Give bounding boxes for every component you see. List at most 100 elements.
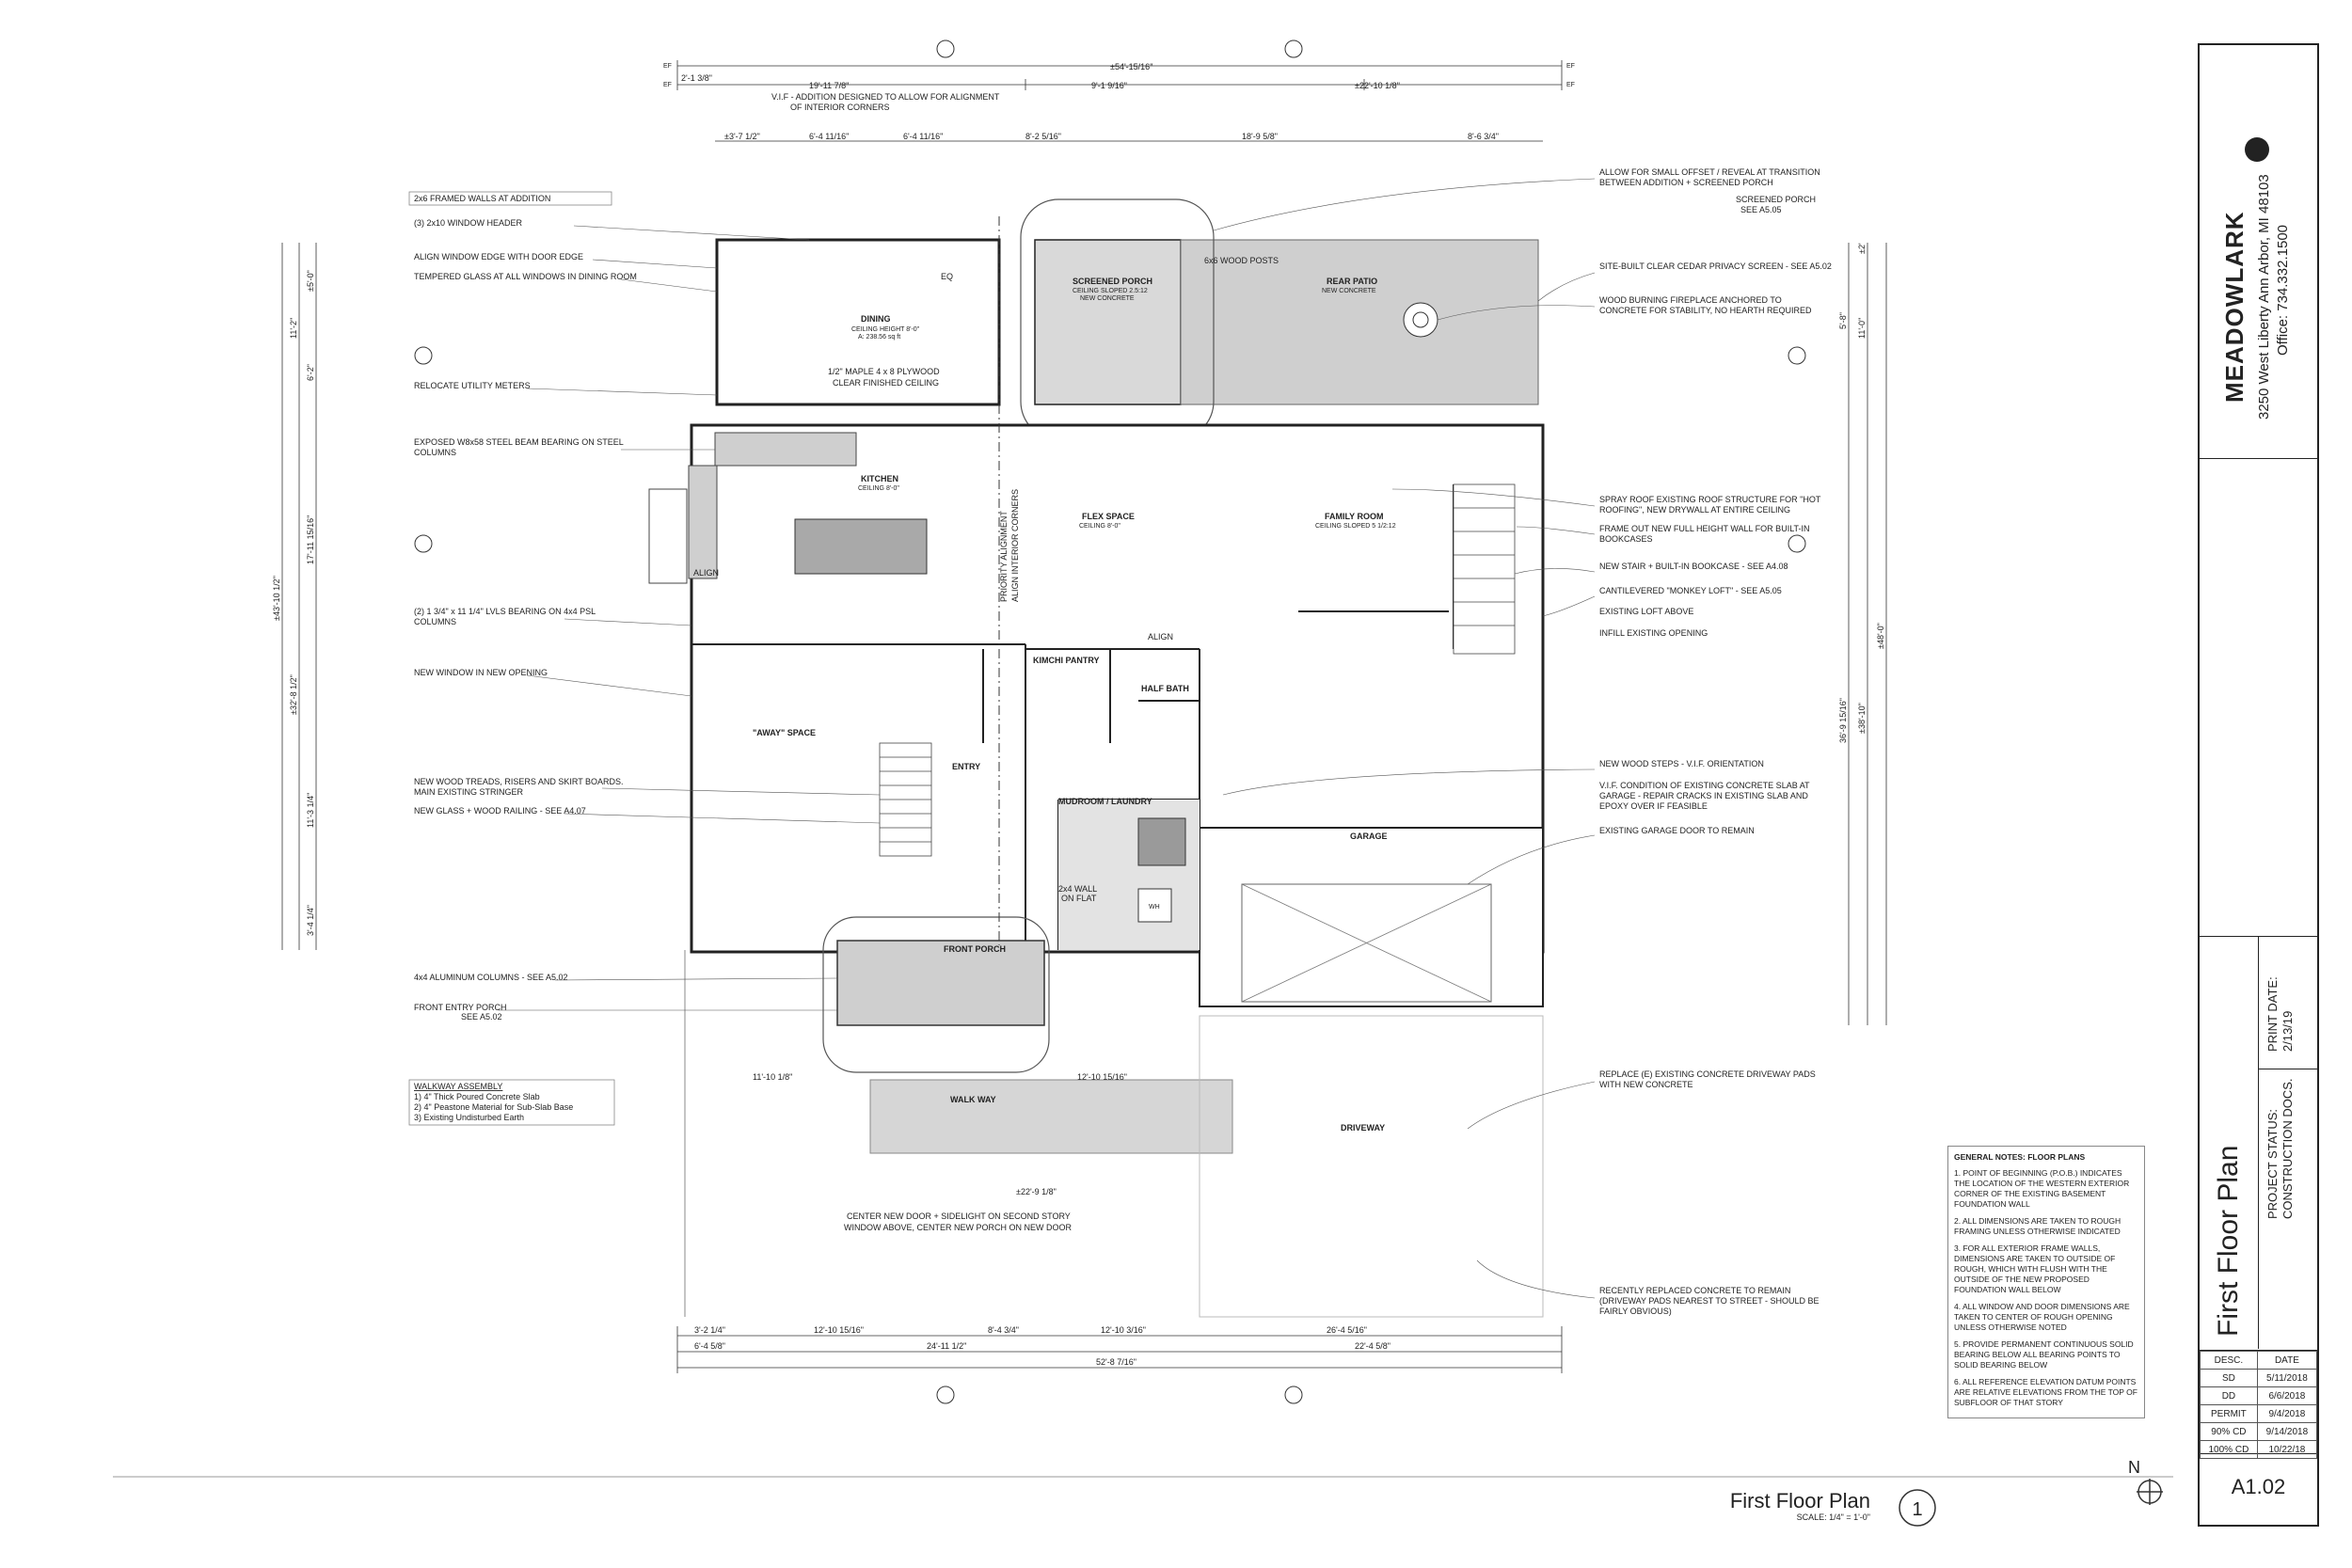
entry-stair [879, 742, 932, 857]
project-status-label: PROJECT STATUS: [2265, 1108, 2280, 1219]
right-note: GARAGE - REPAIR CRACKS IN EXISTING SLAB … [1599, 791, 1808, 800]
room-screened-porch-name: SCREENED PORCH [1073, 277, 1152, 286]
left-note: RELOCATE UTILITY METERS [414, 381, 531, 390]
dim-left-2: ±5'-0" [306, 270, 315, 292]
ef-label: EF [663, 63, 672, 70]
right-note: REPLACE (E) EXISTING CONCRETE DRIVEWAY P… [1599, 1069, 1816, 1079]
note-on-flat: ON FLAT [1061, 894, 1097, 903]
right-note: V.I.F. CONDITION OF EXISTING CONCRETE SL… [1599, 781, 1810, 790]
right-note: FRAME OUT NEW FULL HEIGHT WALL FOR BUILT… [1599, 524, 1810, 533]
note-center-new-door-2: WINDOW ABOVE, CENTER NEW PORCH ON NEW DO… [844, 1223, 1073, 1232]
ef-label: EF [1566, 63, 1575, 70]
left-note: NEW WINDOW IN NEW OPENING [414, 668, 548, 677]
note-plywood: 1/2" MAPLE 4 x 8 PLYWOOD [828, 367, 940, 376]
issue-desc: 90% CD [2200, 1422, 2258, 1441]
dim-bottom-8: 22'-4 5/8" [1355, 1341, 1391, 1351]
right-note: SPRAY ROOF EXISTING ROOF STRUCTURE FOR "… [1599, 495, 1821, 504]
general-note-item: 2. ALL DIMENSIONS ARE TAKEN TO ROUGH FRA… [1954, 1216, 2122, 1236]
room-entry-name: ENTRY [952, 762, 980, 771]
general-note-item: 4. ALL WINDOW AND DOOR DIMENSIONS ARE TA… [1954, 1302, 2130, 1332]
walkway-assembly-item: 1) 4" Thick Poured Concrete Slab [414, 1092, 540, 1101]
room-screened-porch-ceiling: CEILING SLOPED 2.5:12 [1073, 288, 1148, 294]
issues-header-row: DESC. DATE [2200, 1351, 2318, 1370]
dim-bottom-7: 24'-11 1/2" [927, 1341, 966, 1351]
room-kimchi-pantry-name: KIMCHI PANTRY [1033, 656, 1100, 665]
room-dining-area: A: 238.56 sq ft [858, 334, 900, 341]
note-vif-addition-2: OF INTERIOR CORNERS [790, 103, 890, 112]
print-date-label: PRINT DATE: [2265, 976, 2280, 1052]
section-markers [414, 40, 1806, 1404]
left-note: (2) 1 3/4" x 11 1/4" LVLS BEARING ON 4x4… [414, 607, 596, 616]
issue-desc: DD [2200, 1386, 2258, 1405]
left-note: COLUMNS [414, 617, 456, 626]
dim-left-8: 3'-4 1/4" [306, 905, 315, 936]
walkway-assembly-box: WALKWAY ASSEMBLY 1) 4" Thick Poured Conc… [408, 1079, 615, 1126]
firm-name: MEADOWLARK [2220, 211, 2249, 403]
room-dining-name: DINING [861, 314, 891, 324]
dim-top-5: ±22'-10 1/8" [1355, 81, 1400, 90]
left-note: NEW GLASS + WOOD RAILING - SEE A4.07 [414, 806, 586, 816]
right-note: INFILL EXISTING OPENING [1599, 628, 1708, 638]
general-notes-title: GENERAL NOTES: FLOOR PLANS [1954, 1152, 2086, 1162]
note-vif-addition: V.I.F - ADDITION DESIGNED TO ALLOW FOR A… [771, 92, 1000, 102]
firm-section: MEADOWLARK 3250 West Liberty Ann Arbor, … [2200, 45, 2317, 459]
right-note: EXISTING LOFT ABOVE [1599, 607, 1693, 616]
issue-date: 5/11/2018 [2256, 1369, 2318, 1387]
note-2x4-wall: 2x4 WALL [1058, 884, 1097, 894]
right-notes: ALLOW FOR SMALL OFFSET / REVEAL AT TRANS… [1213, 167, 1832, 1316]
right-note: ROOFING", NEW DRYWALL AT ENTIRE CEILING [1599, 505, 1790, 515]
screened-porch-area [1034, 239, 1182, 405]
kitchen-counter [714, 432, 857, 467]
dim-left-7: 11'-3 1/4" [306, 793, 315, 828]
room-screened-porch-floor: NEW CONCRETE [1080, 295, 1135, 302]
firm-office: Office: 734.332.1500 [2275, 225, 2291, 356]
note-eq: EQ [941, 272, 953, 281]
left-note: COLUMNS [414, 448, 456, 457]
dim-top-6: ±3'-7 1/2" [724, 132, 760, 141]
room-away-space-name: "AWAY" SPACE [753, 728, 816, 737]
left-note: TEMPERED GLASS AT ALL WINDOWS IN DINING … [414, 272, 637, 281]
north-label: N [2128, 1458, 2140, 1477]
general-note-item: 6. ALL REFERENCE ELEVATION DATUM POINTS … [1954, 1377, 2137, 1407]
dim-left-4: 17'-11 15/16" [306, 515, 315, 564]
room-kitchen-ceiling: CEILING 8'-0" [858, 485, 899, 492]
plan-title: First Floor Plan [1730, 1489, 1870, 1513]
laundry-appliance [1137, 817, 1186, 866]
water-heater-label: WH [1149, 904, 1160, 911]
priority-alignment-note: PRIORITY ALIGNMENT [999, 511, 1009, 602]
dim-left-1: 11'-2" [289, 318, 298, 339]
issue-date: 9/14/2018 [2256, 1422, 2318, 1441]
room-rear-patio-name: REAR PATIO [1327, 277, 1377, 286]
view-number-circle [1899, 1489, 1936, 1527]
general-notes-box: GENERAL NOTES: FLOOR PLANS 1. POINT OF B… [1947, 1146, 2145, 1418]
general-note-item: 1. POINT OF BEGINNING (P.O.B.) INDICATES… [1954, 1168, 2130, 1209]
dim-top-3: 9'-1 9/16" [1091, 81, 1127, 90]
room-flex-space-name: FLEX SPACE [1082, 512, 1135, 521]
room-kitchen-name: KITCHEN [861, 474, 898, 483]
project-status: CONSTRUCTION DOCS. [2280, 1078, 2295, 1220]
note-center-new-door: CENTER NEW DOOR + SIDELIGHT ON SECOND ST… [847, 1212, 1071, 1221]
walkway-assembly-title: WALKWAY ASSEMBLY [414, 1082, 502, 1091]
print-date: 2/13/19 [2280, 1010, 2295, 1052]
north-arrow-icon: N [2128, 1458, 2163, 1505]
room-half-bath-name: HALF BATH [1141, 684, 1189, 693]
front-porch-callout [822, 916, 1050, 1073]
room-front-porch-name: FRONT PORCH [944, 944, 1006, 954]
dim-bottom-6: 6'-4 5/8" [694, 1341, 725, 1351]
dim-right-2: 5'-8" [1838, 312, 1848, 329]
dim-bottom-1: 3'-2 1/4" [694, 1325, 725, 1335]
left-note: MAIN EXISTING STRINGER [414, 787, 524, 797]
room-flex-space-ceiling: CEILING 8'-0" [1079, 523, 1120, 530]
top-dimension-lines [676, 60, 1563, 142]
kitchen-side-counter [688, 465, 718, 579]
issues-header-desc: DESC. [2200, 1351, 2258, 1370]
walkway-assembly-item: 3) Existing Undisturbed Earth [414, 1113, 524, 1122]
dim-bottom-2: 12'-10 15/16" [814, 1325, 864, 1335]
note-align: ALIGN [1148, 632, 1173, 641]
right-note: CONCRETE FOR STABILITY, NO HEARTH REQUIR… [1599, 306, 1812, 315]
